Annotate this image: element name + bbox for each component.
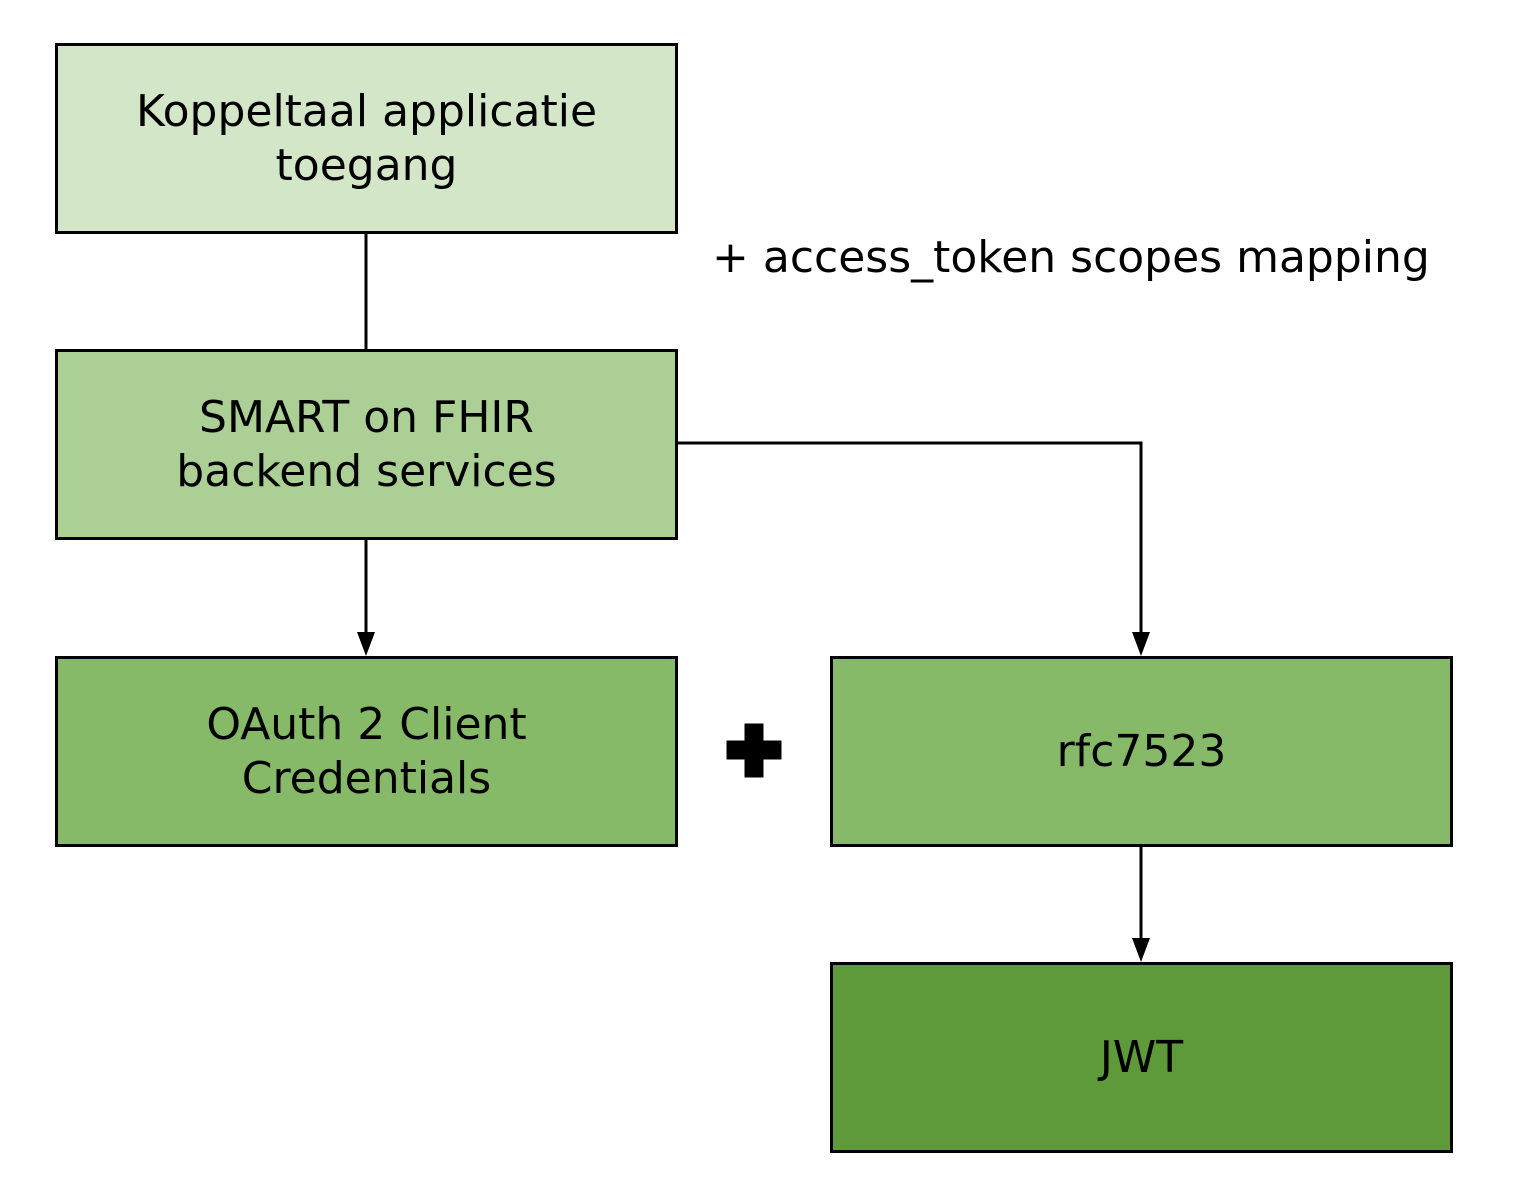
node-label: OAuth 2 Client Credentials (206, 698, 527, 804)
node-koppeltaal-applicatie-toegang: Koppeltaal applicatie toegang (55, 43, 678, 234)
edge-rfc-jwt (1132, 847, 1150, 962)
node-label: SMART on FHIR backend services (176, 391, 557, 497)
plus-icon (726, 723, 782, 778)
node-label: JWT (1099, 1031, 1184, 1083)
node-jwt: JWT (830, 962, 1453, 1153)
node-label: rfc7523 (1056, 725, 1227, 777)
scopes-mapping-annotation: + access_token scopes mapping (712, 232, 1430, 283)
edge-smart-rfc (678, 441, 1150, 656)
edge-smart-oauth (357, 540, 375, 656)
node-rfc7523: rfc7523 (830, 656, 1453, 847)
node-label: Koppeltaal applicatie toegang (135, 85, 598, 191)
node-oauth2-client-credentials: OAuth 2 Client Credentials (55, 656, 678, 847)
node-smart-on-fhir: SMART on FHIR backend services (55, 349, 678, 540)
